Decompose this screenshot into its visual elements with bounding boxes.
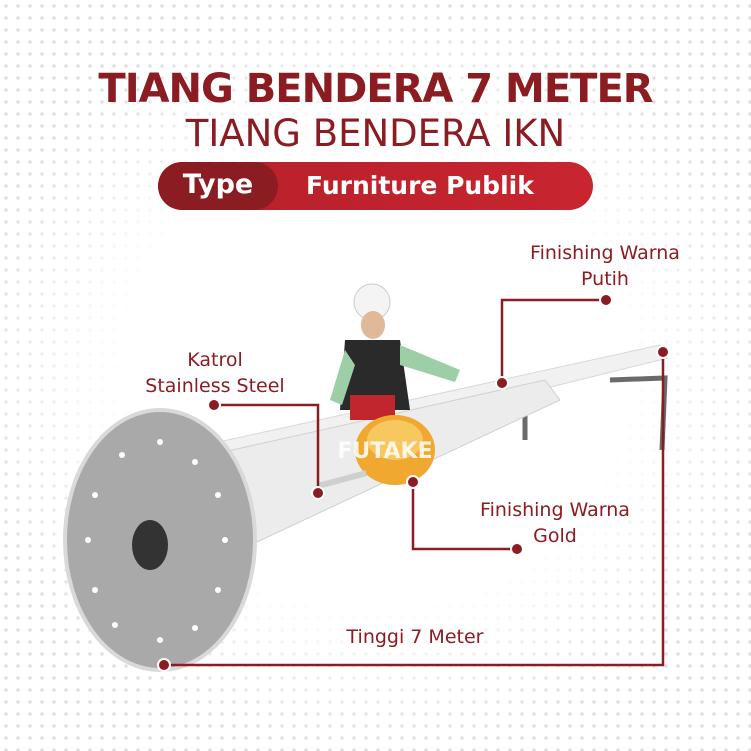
- callout-finishing-putih: Finishing Warna Putih: [490, 240, 720, 292]
- callout-tinggi: Tinggi 7 Meter: [346, 626, 484, 648]
- callout-finishing-gold: Finishing Warna Gold: [445, 497, 665, 549]
- type-label: Type: [158, 162, 278, 210]
- callout-line-1: Finishing Warna: [480, 499, 630, 521]
- callout-line-2: Putih: [581, 268, 629, 290]
- callout-line-2: Gold: [533, 525, 577, 547]
- worker-person: [330, 283, 460, 420]
- callout-lines: [164, 298, 665, 667]
- page-title: TIANG BENDERA 7 METER: [98, 66, 653, 112]
- callout-line-1: Finishing Warna: [530, 242, 680, 264]
- type-value: Furniture Publik: [306, 171, 534, 200]
- callout-line-2: Stainless Steel: [145, 375, 285, 397]
- page-subtitle: TIANG BENDERA IKN: [185, 112, 566, 155]
- pulley: [317, 470, 368, 489]
- callout-line-1: Katrol: [187, 349, 243, 371]
- base-plate: [63, 408, 257, 672]
- type-badge: Type Furniture Publik: [158, 162, 593, 210]
- callout-katrol: Katrol Stainless Steel: [110, 347, 320, 399]
- watermark-logo: FUTAKE: [337, 439, 432, 464]
- gold-ornament: [355, 415, 435, 485]
- callout-dots: [157, 293, 670, 672]
